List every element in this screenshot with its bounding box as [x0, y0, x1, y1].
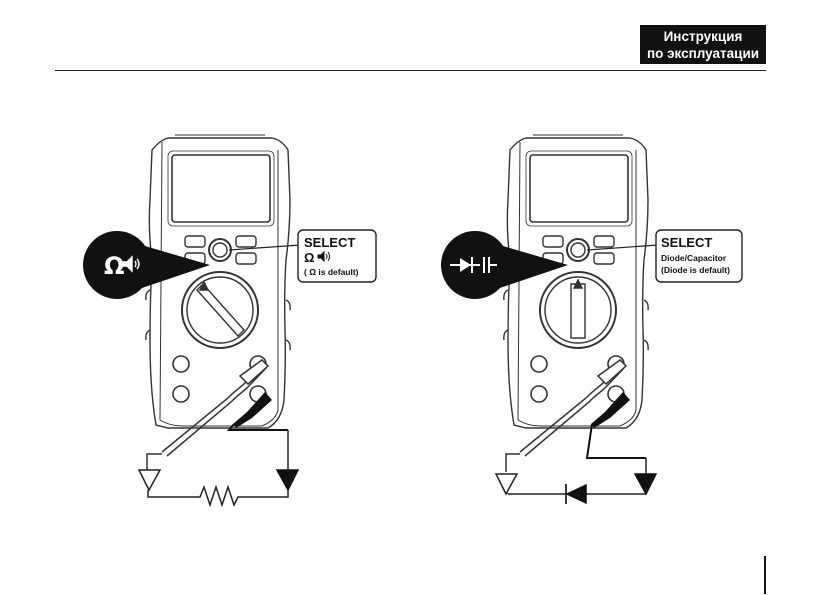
right-meter-body	[504, 135, 648, 428]
select-label: SELECT	[661, 235, 712, 250]
right-test-leads	[506, 360, 646, 472]
page-edge-mark	[764, 556, 766, 594]
diode-capacitor-line: Diode/Capacitor	[661, 253, 727, 263]
right-mode-callout	[441, 231, 568, 299]
right-select-callout: SELECT Diode/Capacitor (Diode is default…	[587, 230, 742, 282]
default-note: (Diode is default)	[661, 265, 730, 275]
right-circuit	[496, 458, 656, 504]
